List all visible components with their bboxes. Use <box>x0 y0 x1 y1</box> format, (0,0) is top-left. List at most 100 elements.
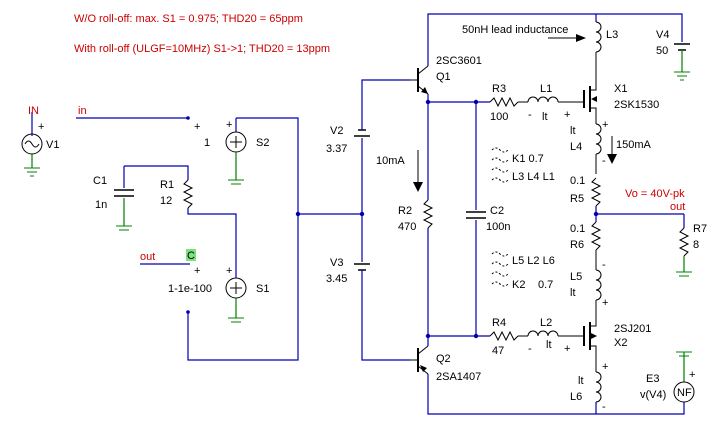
coupling-k2-symbol <box>491 251 509 287</box>
svg-text:+: + <box>564 109 570 121</box>
c1-label: C1 <box>93 175 107 187</box>
r3-label: R3 <box>492 83 506 95</box>
out-right-label: out <box>670 201 685 213</box>
svg-text:-: - <box>528 109 532 121</box>
resistor-r6[interactable] <box>590 214 602 251</box>
e3-label: E3 <box>646 373 659 385</box>
lead-arrow <box>548 34 586 42</box>
v3-label: V3 <box>330 257 343 269</box>
svg-text:+: + <box>602 361 608 373</box>
resistor-r4[interactable] <box>489 330 519 342</box>
resistor-r2[interactable] <box>422 102 434 336</box>
svg-text:+: + <box>226 119 232 131</box>
c-node-label: C <box>187 250 195 262</box>
c-node-highlight <box>186 249 196 261</box>
l4-value: lt <box>570 125 576 137</box>
c2-value: 100n <box>486 221 510 233</box>
s1-label: S1 <box>256 283 269 295</box>
s1-value: 1-1e-100 <box>168 283 212 295</box>
l5-value: lt <box>570 287 576 299</box>
v3-value: 3.45 <box>326 273 347 285</box>
source-v4[interactable] <box>596 13 690 81</box>
capacitor-c2[interactable] <box>466 102 486 336</box>
resistor-r1[interactable] <box>124 165 237 262</box>
inductor-l1[interactable]: - + <box>518 96 572 121</box>
svg-text:+: + <box>38 121 44 133</box>
out-left-label: out <box>140 251 155 263</box>
svg-text:+: + <box>689 369 695 381</box>
svg-text:+: + <box>194 121 200 133</box>
inductor-l2[interactable]: - + <box>518 330 572 355</box>
current-arrow-150ma <box>607 136 617 164</box>
s2-value: 1 <box>204 137 210 149</box>
r6-label: R6 <box>570 239 584 251</box>
svg-text:-: - <box>602 401 606 413</box>
x1-part: 2SK1530 <box>614 99 659 111</box>
q1-label: Q1 <box>436 71 451 83</box>
mosfet-x2[interactable] <box>572 316 597 362</box>
r7-value: 8 <box>693 239 699 251</box>
l6-label: L6 <box>570 391 582 403</box>
resistor-r7[interactable] <box>676 214 692 277</box>
k1-list: L3 L4 L1 <box>512 171 555 183</box>
x2-label: X2 <box>614 337 627 349</box>
l2-label: L2 <box>540 317 552 329</box>
svg-text:-: - <box>528 343 532 355</box>
note-without-rolloff: W/O roll-off: max. S1 = 0.975; THD20 = 6… <box>74 13 303 25</box>
vo-note: Vo = 40V-pk <box>625 188 685 200</box>
r5-value: 0.1 <box>570 175 585 187</box>
source-v1[interactable]: + <box>21 112 44 177</box>
capacitor-c1[interactable] <box>114 166 134 231</box>
source-s2[interactable]: + <box>225 117 299 214</box>
v1-label: V1 <box>46 139 59 151</box>
transistor-q1[interactable] <box>410 13 596 102</box>
v4-label: V4 <box>656 29 669 41</box>
resistor-r5[interactable] <box>590 177 602 214</box>
resistor-r3[interactable] <box>489 96 519 108</box>
x2-part: 2SJ201 <box>614 323 651 335</box>
k2-value: 0.7 <box>538 279 553 291</box>
inductor-l3[interactable] <box>595 14 602 70</box>
l2-value: lt <box>546 339 552 351</box>
transistor-q2[interactable] <box>410 336 596 415</box>
s2-label: S2 <box>256 137 269 149</box>
l4-label: L4 <box>570 141 582 153</box>
r5-label: R5 <box>570 193 584 205</box>
inductor-l4[interactable]: + - <box>595 119 608 174</box>
k1-label: K1 0.7 <box>512 153 544 165</box>
in-port-label: IN <box>28 105 39 117</box>
k2-label: K2 <box>512 279 525 291</box>
e3-value: v(V4) <box>640 389 666 401</box>
q1-part: 2SC3601 <box>436 55 482 67</box>
x1-label: X1 <box>614 83 627 95</box>
source-e3[interactable]: + <box>596 351 695 415</box>
c2-label: C2 <box>490 205 504 217</box>
r2-value: 470 <box>398 221 416 233</box>
svg-text:-: - <box>602 155 606 167</box>
inductor-l5[interactable]: - + <box>595 250 608 316</box>
r7-label: R7 <box>693 223 707 235</box>
mosfet-x1[interactable] <box>572 70 597 124</box>
q2-part: 2SA1407 <box>436 371 481 383</box>
source-s1[interactable]: + <box>225 262 247 323</box>
l1-label: L1 <box>540 83 552 95</box>
v2-value: 3.37 <box>326 143 347 155</box>
l6-value: lt <box>578 375 584 387</box>
v4-value: 50 <box>656 45 668 57</box>
coupling-k1-symbol <box>491 147 509 183</box>
svg-text:+: + <box>226 265 232 277</box>
r2-label: R2 <box>398 205 412 217</box>
in-net-label: in <box>78 105 87 117</box>
l1-value: lt <box>542 111 548 123</box>
lead-inductance-note: 50nH lead inductance <box>462 24 568 36</box>
inductor-l6[interactable]: + - <box>595 361 608 414</box>
k2-list: L5 L2 L6 <box>512 255 555 267</box>
r4-label: R4 <box>492 317 506 329</box>
source-v3[interactable] <box>354 214 410 361</box>
svg-text:+: + <box>564 343 570 355</box>
svg-text:+: + <box>602 297 608 309</box>
current-arrow-10ma <box>413 150 423 192</box>
svg-text:-: - <box>602 259 606 271</box>
source-v2[interactable] <box>354 79 410 214</box>
